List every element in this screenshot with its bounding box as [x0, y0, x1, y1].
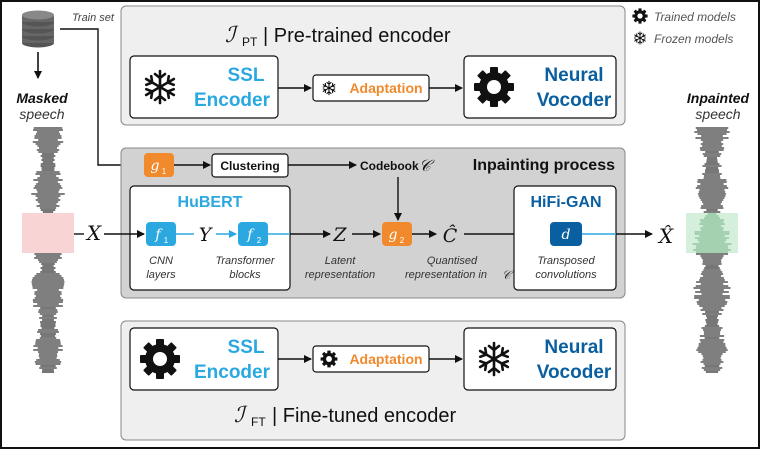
quant-label-2: representation in [405, 269, 487, 281]
f1-sub: 1 [164, 236, 169, 245]
d-block [550, 222, 582, 246]
g1-label: g [151, 158, 160, 174]
g2-sub: 2 [400, 236, 405, 245]
ft-subscript: FT [251, 415, 266, 429]
clustering-label: Clustering [220, 159, 279, 173]
legend: Trained models Frozen models [632, 8, 736, 46]
g1-block [144, 153, 174, 177]
var-x: X [85, 221, 102, 245]
masked-title: Masked [16, 90, 68, 106]
quant-label-1: Quantised [427, 255, 478, 267]
pretrained-title: ℐ PT | Pre-trained encoder [225, 23, 451, 49]
g2-label: g [389, 227, 398, 243]
var-c-hat: Ĉ [443, 224, 458, 247]
latent-label-1: Latent [325, 255, 357, 267]
pt-ssl-line1: SSL [228, 65, 265, 86]
inpainting-panel: Inpainting process g 1 Clustering Codebo… [104, 147, 653, 299]
ft-title-text: | Fine-tuned encoder [272, 405, 457, 427]
pt-subscript: PT [242, 35, 258, 49]
tconv-label-1: Transposed [537, 255, 595, 267]
gear-icon [632, 8, 648, 24]
gear-icon [320, 350, 338, 368]
f2-label: f [246, 227, 255, 243]
ft-vocoder-box [463, 327, 617, 391]
masked-region [22, 213, 74, 253]
transformer-label-1: Transformer [215, 255, 275, 267]
ft-ssl-line2: Encoder [194, 362, 271, 383]
masked-waveform [31, 127, 65, 373]
inpainted-subtitle: speech [695, 106, 740, 122]
hubert-box [129, 185, 291, 291]
pt-vocoder-box [463, 55, 617, 119]
legend-frozen: Frozen models [654, 32, 733, 46]
legend-trained: Trained models [654, 10, 736, 24]
var-z: Z [332, 224, 347, 246]
hifigan-label: HiFi-GAN [530, 194, 601, 211]
f1-label: f [154, 227, 163, 243]
transformer-label-2: blocks [229, 269, 261, 281]
codebook-label: Codebook [360, 159, 419, 173]
tconv-label-2: convolutions [535, 269, 597, 281]
pretrained-panel: ℐ PT | Pre-trained encoder SSL Encoder A… [120, 5, 626, 126]
inpainted-region [686, 213, 738, 253]
gear-icon [474, 67, 514, 107]
finetuned-title: ℐ FT | Fine-tuned encoder [234, 403, 457, 429]
pt-vocoder-line2: Vocoder [537, 90, 612, 111]
dataset-label: Train set [72, 12, 115, 24]
inpainted-title: Inpainted [687, 90, 750, 106]
f2-sub: 2 [257, 236, 262, 245]
f2-block [238, 222, 268, 246]
trainset-to-g1-arrow [60, 28, 143, 169]
d-label: d [562, 227, 571, 243]
gear-icon [140, 339, 180, 379]
process-title: Inpainting process [473, 157, 615, 174]
g1-sub: 1 [162, 167, 167, 176]
ft-vocoder-line2: Vocoder [537, 362, 612, 383]
var-y: Y [199, 224, 214, 246]
masked-subtitle: speech [19, 106, 64, 122]
pt-title-text: | Pre-trained encoder [263, 25, 451, 47]
finetuned-panel: SSL Encoder Adaptation Neural Vocoder ℐ … [120, 320, 626, 441]
f1-block [146, 222, 176, 246]
ft-ssl-line1: SSL [228, 337, 265, 358]
pt-ssl-encoder-box [129, 55, 279, 119]
var-x-hat: X̂ [657, 224, 674, 248]
pt-vocoder-line1: Neural [544, 65, 603, 86]
g2-block [382, 222, 412, 246]
latent-label-2: representation [305, 269, 375, 281]
hubert-label: HuBERT [178, 194, 243, 211]
ft-vocoder-line1: Neural [544, 337, 603, 358]
cnn-label-2: layers [146, 269, 176, 281]
pt-adaptation-label: Adaptation [349, 80, 422, 96]
database-icon [22, 10, 54, 48]
pt-ssl-line2: Encoder [194, 90, 271, 111]
cnn-label-1: CNN [149, 255, 173, 267]
ft-adaptation-label: Adaptation [349, 351, 422, 367]
